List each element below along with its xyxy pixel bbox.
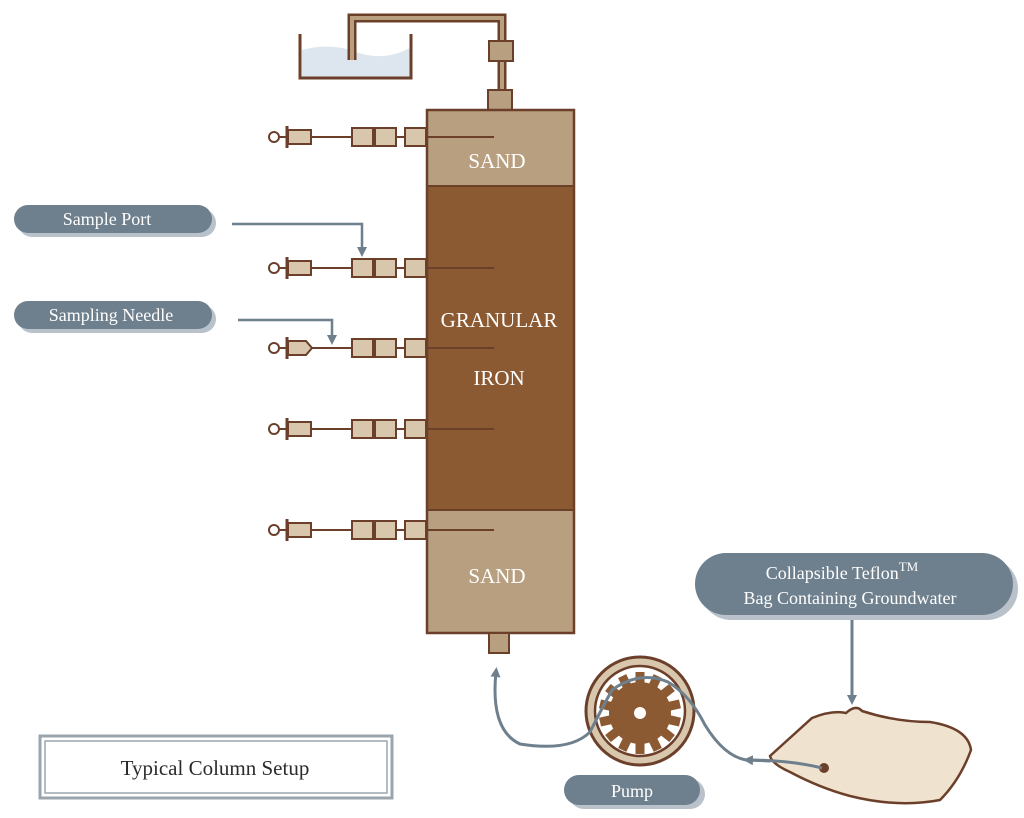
sampling-needle-arrow xyxy=(238,318,337,345)
teflon-bag xyxy=(768,706,973,805)
tubing-flow-arrow xyxy=(743,755,771,766)
tube-fitting-top-inlet xyxy=(487,89,513,111)
column: SAND GRANULAR IRON SAND xyxy=(425,108,576,654)
reservoir-container xyxy=(298,34,413,80)
granular-iron-label-line2: IRON xyxy=(473,366,524,390)
sample-port-2 xyxy=(268,257,494,279)
sampling-needle-label: Sampling Needle xyxy=(49,305,173,325)
bottom-sand-label: SAND xyxy=(468,564,525,588)
top-sand-label: SAND xyxy=(468,149,525,173)
teflon-bag-label-line2: Bag Containing Groundwater xyxy=(744,588,957,608)
reservoir xyxy=(298,34,413,80)
bag-outlet xyxy=(819,763,829,773)
sample-port-5 xyxy=(268,519,494,541)
teflon-bag-callout: Collapsible TeflonTM Bag Containing Grou… xyxy=(695,553,1018,705)
diagram-caption: Typical Column Setup xyxy=(121,756,310,780)
pump-label: Pump xyxy=(611,781,653,801)
sample-port-4 xyxy=(268,418,494,440)
pump-gear-icon xyxy=(599,672,681,754)
caption-box: Typical Column Setup xyxy=(38,734,394,800)
sample-port-1 xyxy=(268,126,494,148)
sample-port-3 xyxy=(268,337,494,359)
sample-port-arrow xyxy=(232,222,367,257)
pump xyxy=(584,655,696,767)
column-bottom-outlet xyxy=(488,632,510,654)
pump-callout: Pump xyxy=(564,775,705,809)
sample-port-callout: Sample Port xyxy=(14,205,367,257)
reservoir-water xyxy=(302,46,410,77)
sampling-needle-callout: Sampling Needle xyxy=(14,301,337,345)
granular-iron-label-line1: GRANULAR xyxy=(441,308,558,332)
column-top-sand xyxy=(427,110,574,186)
teflon-bag-label-line1: Collapsible TeflonTM xyxy=(766,559,919,583)
sample-port-label: Sample Port xyxy=(63,209,152,229)
tube-fitting-upper xyxy=(488,40,514,62)
